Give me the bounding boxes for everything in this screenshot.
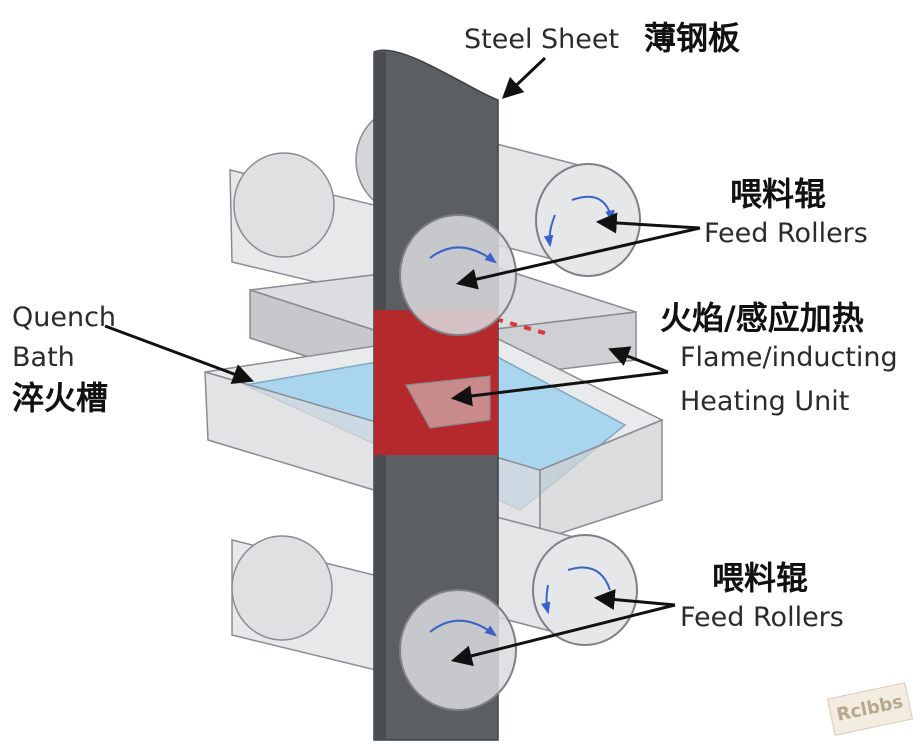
heating-label-zh: 火焰/感应加热 [660,299,864,337]
arrow-quench [104,324,254,384]
arrow-feed-top-2 [595,212,701,234]
feed-rollers-top-label-zh: 喂料辊 [730,175,827,213]
quench-label-en-1: Quench [12,302,117,333]
feed-rollers-top-label-en: Feed Rollers [704,218,868,249]
arrow-feed-bottom-1 [450,603,676,667]
heating-label-en-2: Heating Unit [680,386,850,417]
steel-sheet-label-en: Steel Sheet [464,24,620,55]
arrow-feed-bottom-2 [593,589,676,610]
arrow-steel-sheet [501,56,547,99]
arrow-heating-2 [450,370,669,407]
feed-rollers-bottom-label-en: Feed Rollers [680,602,844,633]
quench-label-zh: 淬火槽 [12,379,109,417]
quench-label-en-2: Bath [12,342,75,373]
steel-sheet-label-zh: 薄钢板 [644,19,741,57]
feed-rollers-bottom-label-zh: 喂料辊 [712,559,809,597]
arrow-feed-top-1 [455,226,701,290]
heating-label-en-1: Flame/inducting [680,342,898,373]
arrow-heating-1 [608,346,669,374]
callout-arrows [104,56,701,667]
